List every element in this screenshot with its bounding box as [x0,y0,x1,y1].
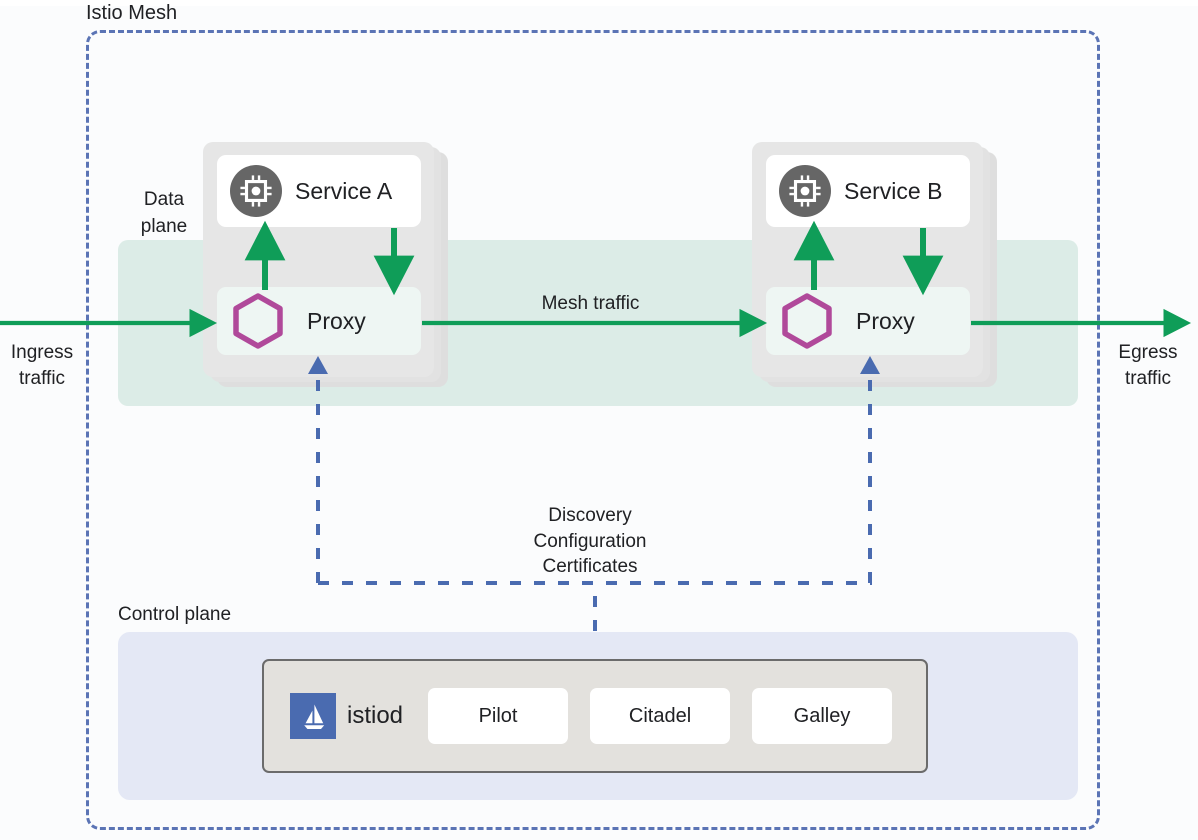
service-b-box[interactable]: Service B [766,155,970,227]
ingress-label-line1: Ingress [10,342,74,363]
pod-service-a[interactable]: Service A Proxy [203,142,448,387]
control-plane-label: Control plane [118,604,232,625]
egress-traffic-label: Egress traffic [1108,340,1188,392]
service-b-label: Service B [844,177,943,204]
proxy-b-box[interactable]: Proxy [766,287,970,355]
discovery-configuration-certificates-label: Discovery Configuration Certificates [490,503,690,580]
istiod-components-row: Pilot Citadel Galley [428,688,893,744]
discovery-line-3: Certificates [542,556,638,577]
ingress-traffic-label: Ingress traffic [2,340,82,392]
cpu-chip-icon [779,165,831,217]
top-strip [0,0,1198,6]
component-galley[interactable]: Galley [752,688,893,744]
envoy-hexagon-icon [231,292,285,350]
envoy-hexagon-icon [780,292,834,350]
egress-label-line1: Egress [1118,342,1178,363]
proxy-a-box[interactable]: Proxy [217,287,421,355]
ingress-label-line2: traffic [18,368,66,389]
proxy-b-label: Proxy [856,307,915,334]
service-a-label: Service A [295,177,393,204]
discovery-line-1: Discovery [548,505,632,526]
istiod-brand: istiod [290,693,403,739]
discovery-line-2: Configuration [533,530,647,552]
pod-service-b[interactable]: Service B Proxy [752,142,997,387]
istiod-box[interactable]: istiod Pilot Citadel Galley [262,659,928,773]
data-plane-label-line2: plane [140,216,188,237]
service-a-box[interactable]: Service A [217,155,421,227]
istio-mesh-label: Istio Mesh [86,2,178,24]
istiod-label: istiod [347,702,404,729]
data-plane-label-line1: Data [143,189,185,210]
component-pilot[interactable]: Pilot [428,688,569,744]
istio-sailboat-logo [290,693,336,739]
component-citadel[interactable]: Citadel [590,688,731,744]
cpu-chip-icon [230,165,282,217]
istio-mesh-boundary [86,30,1100,830]
egress-label-line2: traffic [1124,368,1172,389]
mesh-traffic-label: Mesh traffic [541,293,640,314]
data-plane-label: Data plane [119,186,209,240]
proxy-a-label: Proxy [307,307,366,334]
